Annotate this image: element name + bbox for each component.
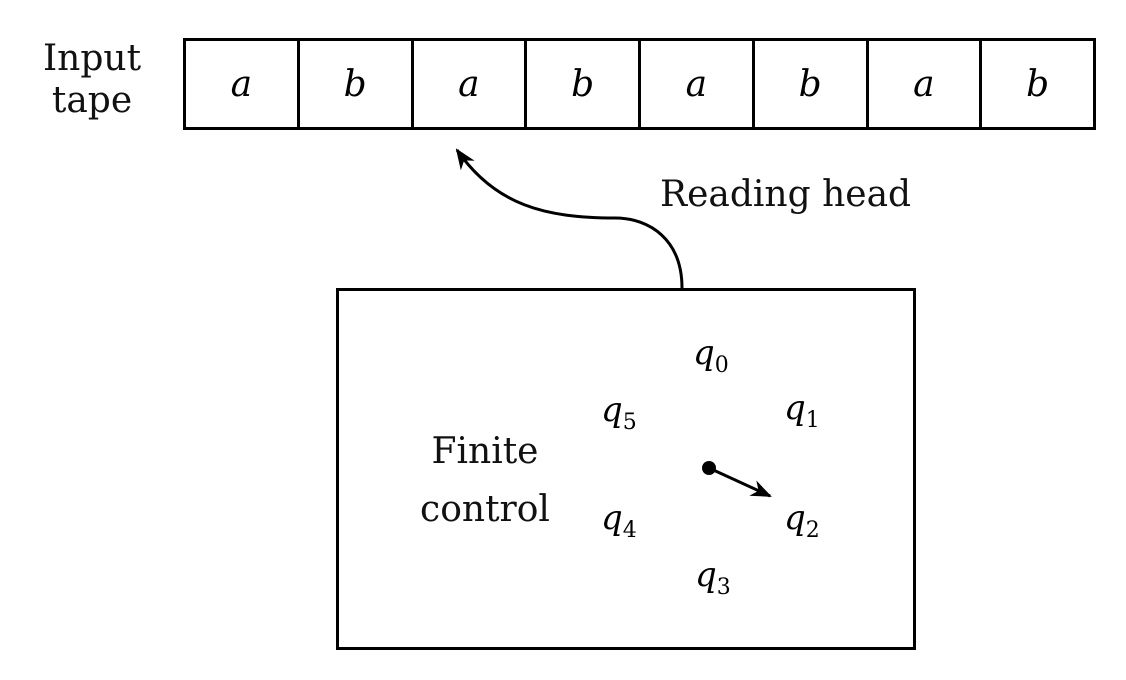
tape-cell: b <box>527 41 641 127</box>
input-tape-label: Input tape <box>22 38 162 122</box>
reading-head-connector <box>455 148 684 289</box>
input-tape-label-line2: tape <box>51 80 133 121</box>
input-tape: a b a b a b a b <box>183 38 1096 130</box>
state-pointer-arrow <box>708 466 772 498</box>
state-q4: q4 <box>601 498 637 543</box>
tape-cell: a <box>869 41 983 127</box>
finite-control-label-line1: Finite <box>431 431 539 472</box>
tape-cell: b <box>755 41 869 127</box>
finite-control-label-line2: control <box>420 489 550 530</box>
finite-control-label: Finite control <box>410 423 560 539</box>
tape-cell: b <box>1026 63 1050 105</box>
input-tape-label-line1: Input <box>42 38 142 79</box>
tape-cell: a <box>641 41 755 127</box>
finite-control-box <box>336 288 916 650</box>
state-q3: q3 <box>695 555 731 600</box>
tape-cell: a <box>414 41 528 127</box>
state-q2: q2 <box>784 498 820 543</box>
reading-head-label: Reading head <box>660 174 912 215</box>
tape-cell: b <box>300 41 414 127</box>
tape-cell: a <box>186 41 300 127</box>
state-q1: q1 <box>784 388 820 433</box>
state-q5: q5 <box>601 390 637 435</box>
state-q0: q0 <box>693 333 729 378</box>
